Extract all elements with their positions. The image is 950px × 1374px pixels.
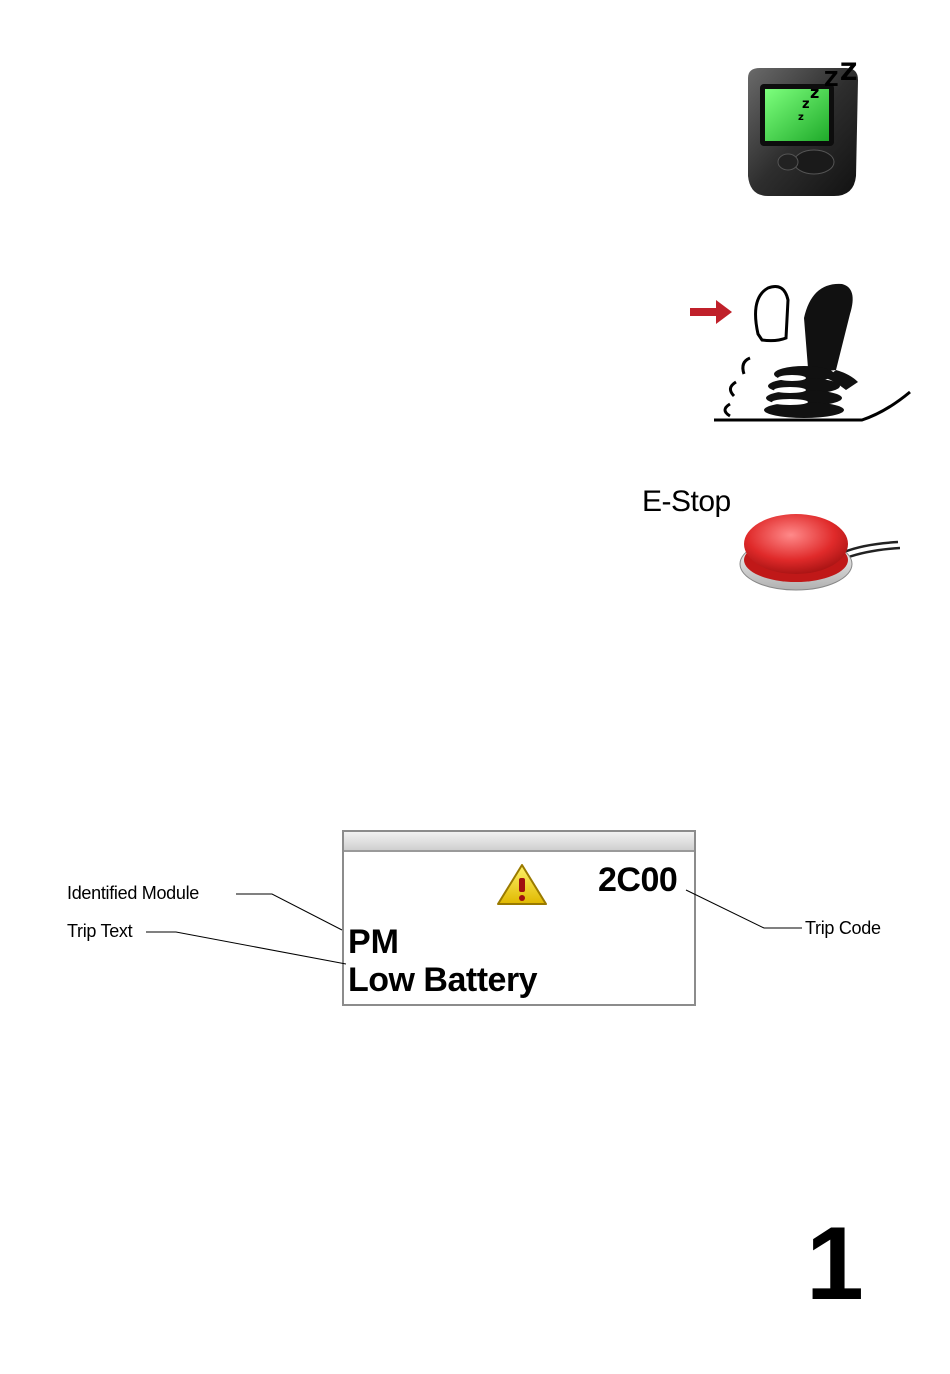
- sleeping-display-icon: z z z Z Z: [738, 58, 866, 204]
- svg-text:z: z: [802, 97, 810, 112]
- display-title-bar: [344, 832, 694, 852]
- identified-module-value: PM: [348, 922, 399, 962]
- emergency-stop-button-icon: [738, 500, 900, 596]
- page-number: 1: [806, 1212, 864, 1316]
- callout-trip-code: Trip Code: [805, 917, 881, 939]
- leader-line-trip-code: [686, 890, 802, 928]
- trip-text-value: Low Battery: [348, 960, 537, 1000]
- trip-code-value: 2C00: [598, 860, 677, 900]
- leader-line-module: [236, 894, 342, 930]
- callout-trip-text: Trip Text: [67, 920, 132, 942]
- estop-label: E-Stop: [642, 484, 731, 520]
- svg-text:z: z: [810, 83, 819, 102]
- leader-line-trip-text: [146, 932, 346, 964]
- warning-triangle-icon: [496, 862, 548, 908]
- callout-identified-module: Identified Module: [67, 882, 199, 904]
- trip-display-screen: 2C00 PM Low Battery: [342, 830, 696, 1006]
- svg-text:Z: Z: [824, 67, 839, 91]
- svg-text:Z: Z: [840, 58, 857, 86]
- joystick-deflect-icon: [686, 278, 916, 426]
- svg-text:z: z: [798, 112, 804, 123]
